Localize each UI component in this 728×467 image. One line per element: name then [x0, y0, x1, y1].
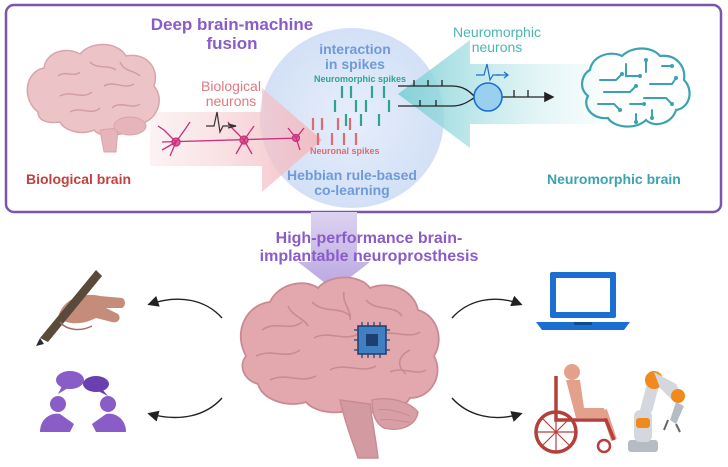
biological-neurons-label: Biological neurons	[176, 78, 286, 110]
biological-neurons-line1: Biological	[201, 78, 261, 94]
neuromorphic-neuron-icon	[398, 63, 555, 112]
interaction-label: interaction in spikes	[300, 41, 410, 73]
fusion-title: Deep brain-machine fusion	[122, 15, 342, 53]
neuromorphic-neurons-label: Neuromorphic neurons	[432, 24, 562, 56]
bio-spike-icon	[206, 111, 237, 134]
biological-neurons-line2: neurons	[205, 93, 257, 110]
curved-arrows	[147, 295, 523, 422]
writing-hand-icon	[36, 270, 125, 346]
neuromorphic-neurons-line2: neurons	[471, 39, 523, 56]
fusion-title-line2: fusion	[206, 33, 258, 53]
hebbian-line1: Hebbian rule-based	[287, 167, 417, 183]
hebbian-line2: co-learning	[314, 182, 390, 199]
neuroprosthesis-line2: implantable neuroprosthesis	[259, 247, 479, 265]
conversation-icon	[40, 371, 126, 432]
brain-implant-icon	[239, 276, 440, 459]
biological-brain-icon	[26, 43, 160, 153]
interaction-line1: interaction	[319, 41, 391, 57]
wheelchair-icon	[534, 364, 617, 454]
circuit-brain-icon	[581, 47, 691, 128]
fusion-title-line1: Deep brain-machine	[150, 15, 314, 34]
biological-brain-label: Biological brain	[26, 171, 132, 187]
spike-train-icon	[311, 86, 391, 145]
hebbian-label: Hebbian rule-based co-learning	[287, 167, 417, 199]
neuromorphic-neurons-line1: Neuromorphic	[453, 24, 541, 40]
neuron-icon	[157, 121, 305, 157]
interaction-line2: in spikes	[325, 56, 385, 73]
laptop-icon	[536, 272, 630, 330]
interaction-circle	[260, 28, 444, 208]
neuroprosthesis-line1: High-performance brain-	[275, 230, 463, 247]
neuroprosthesis-title: High-performance brain- implantable neur…	[224, 230, 514, 265]
neuronal-spikes-label: Neuronal spikes	[310, 146, 380, 156]
down-arrow	[298, 212, 370, 290]
neuromorphic-brain-label: Neuromorphic brain	[547, 171, 681, 187]
neuromorphic-spikes-label: Neuromorphic spikes	[314, 74, 407, 84]
robot-arm-icon	[628, 371, 685, 452]
